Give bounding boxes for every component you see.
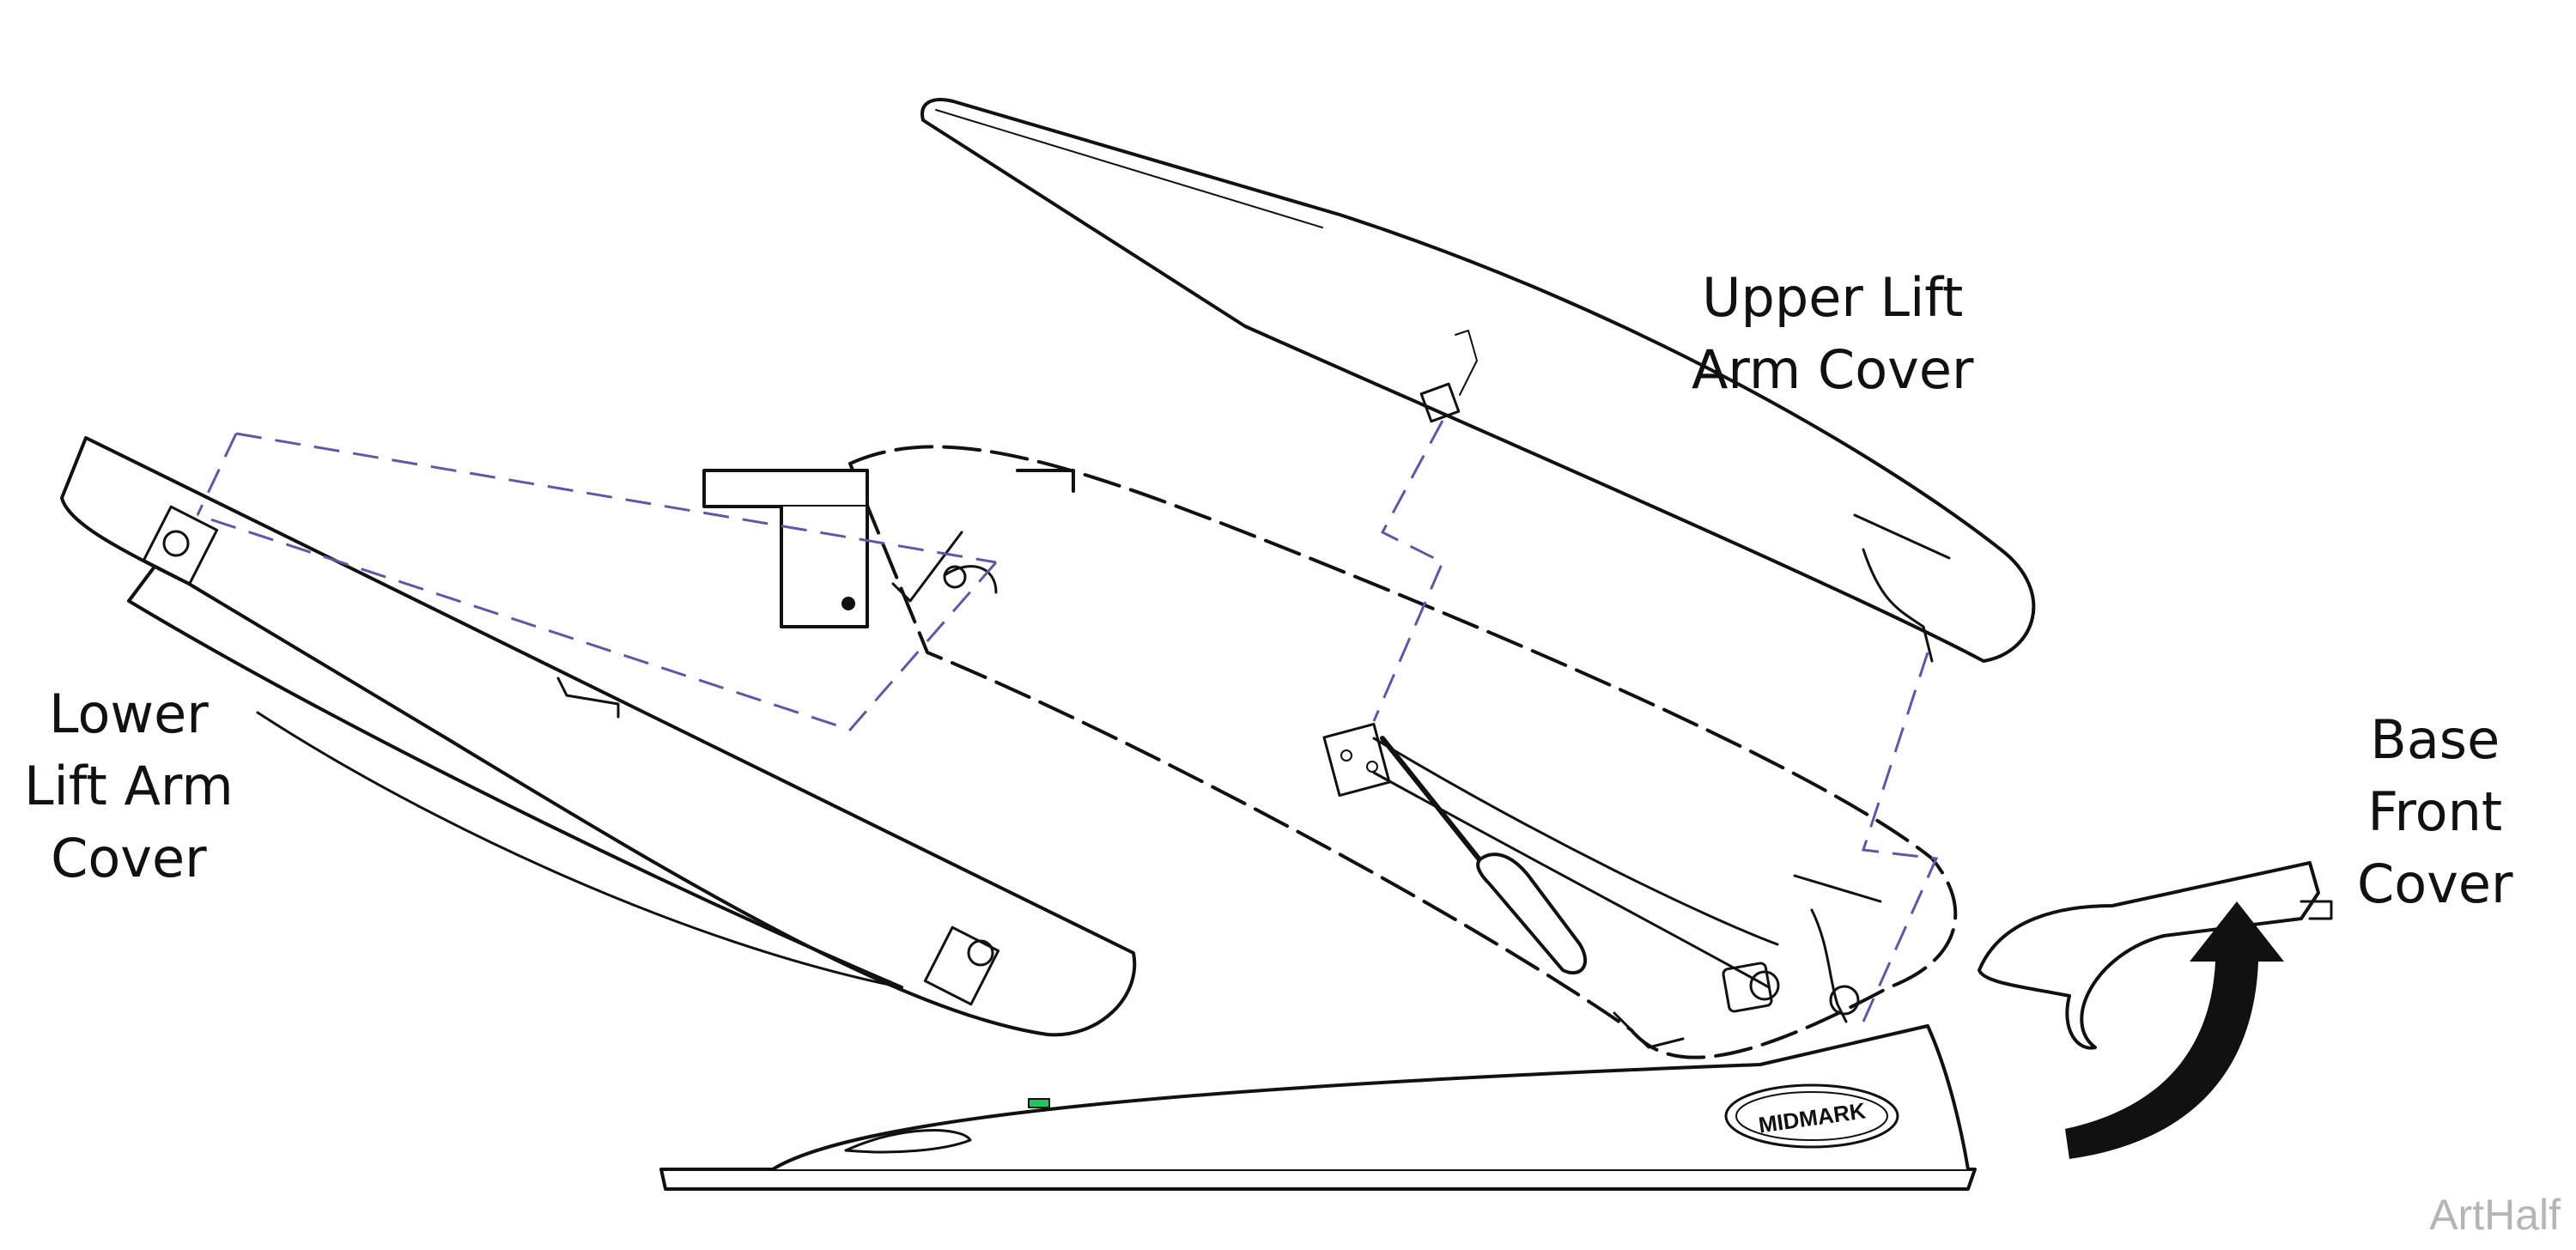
label-lower-lift-arm-cover: Lower Lift Arm Cover xyxy=(24,683,234,889)
image-credit: ArtHalf xyxy=(2429,1191,2561,1239)
curved-arrow-icon xyxy=(2065,901,2284,1159)
lift-arm-body xyxy=(702,445,1958,1059)
label-upper-lift-arm-cover: Upper Lift Arm Cover xyxy=(1692,266,1974,401)
alignment-guides xyxy=(196,420,1939,1022)
upper-lift-arm-cover xyxy=(920,98,2036,663)
lower-lift-arm-cover xyxy=(60,436,1137,1037)
chair-base xyxy=(659,1011,1977,1191)
label-base-front-cover: Base Front Cover xyxy=(2357,708,2513,915)
screwdriver xyxy=(1380,736,1587,975)
